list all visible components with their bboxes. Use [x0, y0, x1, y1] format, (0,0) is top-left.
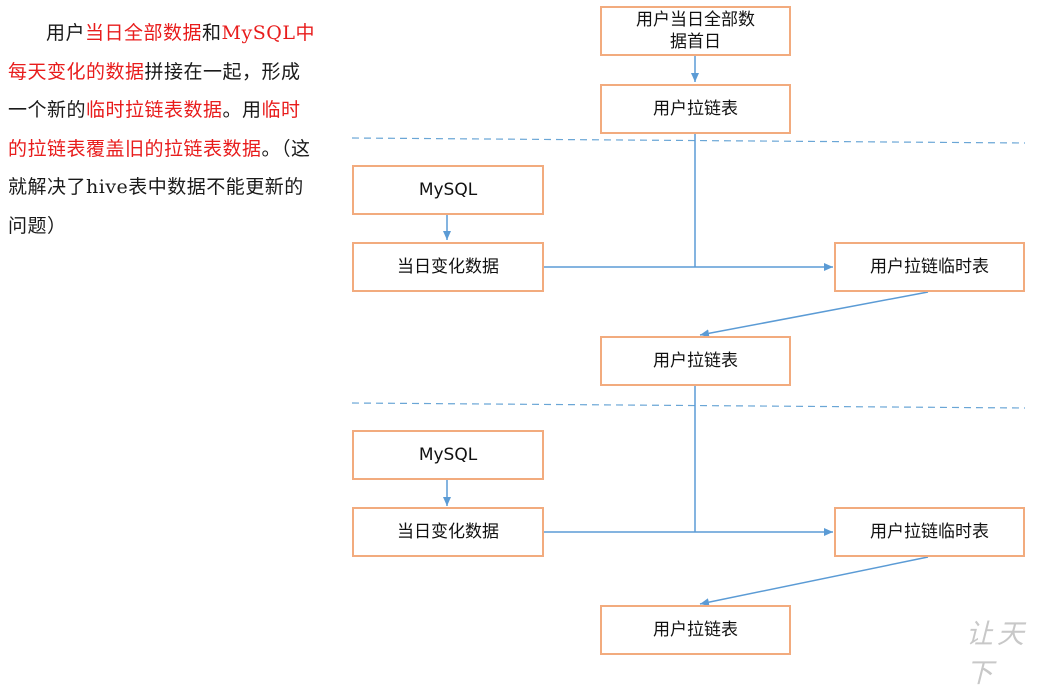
box-label: MySQL: [418, 180, 478, 200]
highlight-text: MySQL中每天变化的数据: [8, 22, 315, 83]
description-paragraph: 用户当日全部数据和MySQL中每天变化的数据拼接在一起，形成一个新的临时拉链表数…: [8, 14, 320, 245]
text-segment: 。用: [222, 99, 262, 121]
box-label: 用户拉链表: [653, 351, 738, 371]
text-segment: 用户: [46, 22, 86, 44]
mysql-box: MySQL: [352, 165, 544, 215]
box-label: MySQL: [418, 445, 478, 465]
first-day-full-data-box: 用户当日全部数据首日: [600, 6, 791, 56]
flow-connectors: [351, 56, 1026, 607]
zipper-table-box: 用户拉链表: [600, 336, 791, 386]
daily-change-data-box: 当日变化数据: [352, 242, 544, 292]
highlight-text: 当日全部数据: [85, 22, 203, 44]
dashed-separator: [351, 402, 1026, 409]
box-label: 用户拉链临时表: [870, 257, 989, 277]
box-label: 用户拉链表: [653, 99, 738, 119]
text-segment: 拼接在一起，形成一个新的: [8, 60, 301, 122]
mysql-box: MySQL: [352, 430, 544, 480]
arrow-connector: [699, 556, 929, 607]
daily-change-data-box: 当日变化数据: [352, 507, 544, 557]
text-segment: 和: [202, 22, 222, 44]
box-label: 用户当日全部数据首日: [636, 10, 755, 52]
temp-zipper-table-box: 用户拉链临时表: [834, 507, 1025, 557]
dashed-separator: [351, 137, 1026, 144]
watermark: 让天下: [966, 619, 1028, 689]
box-label: 当日变化数据: [397, 522, 499, 542]
box-label: 用户拉链表: [653, 620, 738, 640]
zipper-table-box: 用户拉链表: [600, 84, 791, 134]
zipper-table-box: 用户拉链表: [600, 605, 791, 655]
box-label: 当日变化数据: [397, 257, 499, 277]
highlight-text: 临时的拉链表覆盖旧的拉链表数据: [8, 99, 301, 160]
box-label: 用户拉链临时表: [870, 522, 989, 542]
text-segment: 。（这就解决了hive表中数据不能更新的问题）: [8, 137, 311, 237]
arrow-connector: [699, 291, 929, 338]
highlight-text: 临时拉链表数据: [86, 99, 223, 121]
temp-zipper-table-box: 用户拉链临时表: [834, 242, 1025, 292]
